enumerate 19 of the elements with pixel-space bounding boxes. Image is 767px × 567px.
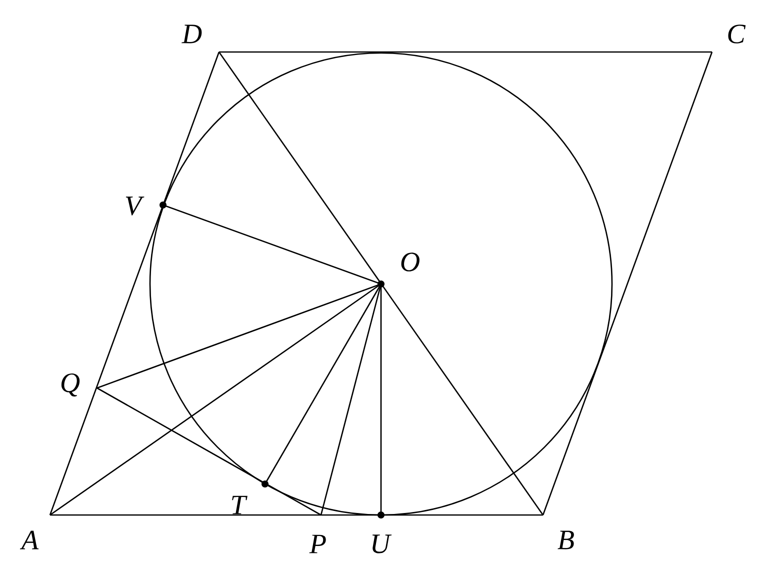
point-label: T bbox=[232, 480, 268, 514]
point-label: U bbox=[372, 512, 392, 554]
point-label: B bbox=[558, 530, 574, 550]
point-label: D bbox=[182, 24, 202, 44]
point-label: V bbox=[126, 196, 166, 216]
segment bbox=[50, 514, 543, 516]
segment bbox=[96, 387, 322, 516]
segment bbox=[219, 51, 712, 53]
point-label: O bbox=[378, 252, 420, 288]
segment bbox=[380, 284, 382, 515]
segment bbox=[218, 52, 544, 516]
point-label: Q bbox=[61, 373, 80, 397]
segment bbox=[49, 52, 220, 516]
segment bbox=[542, 52, 713, 516]
point-label: P bbox=[309, 534, 326, 554]
point-label: C bbox=[728, 24, 746, 44]
segment bbox=[264, 284, 382, 484]
segment bbox=[50, 283, 382, 516]
point-label: A bbox=[20, 530, 39, 550]
